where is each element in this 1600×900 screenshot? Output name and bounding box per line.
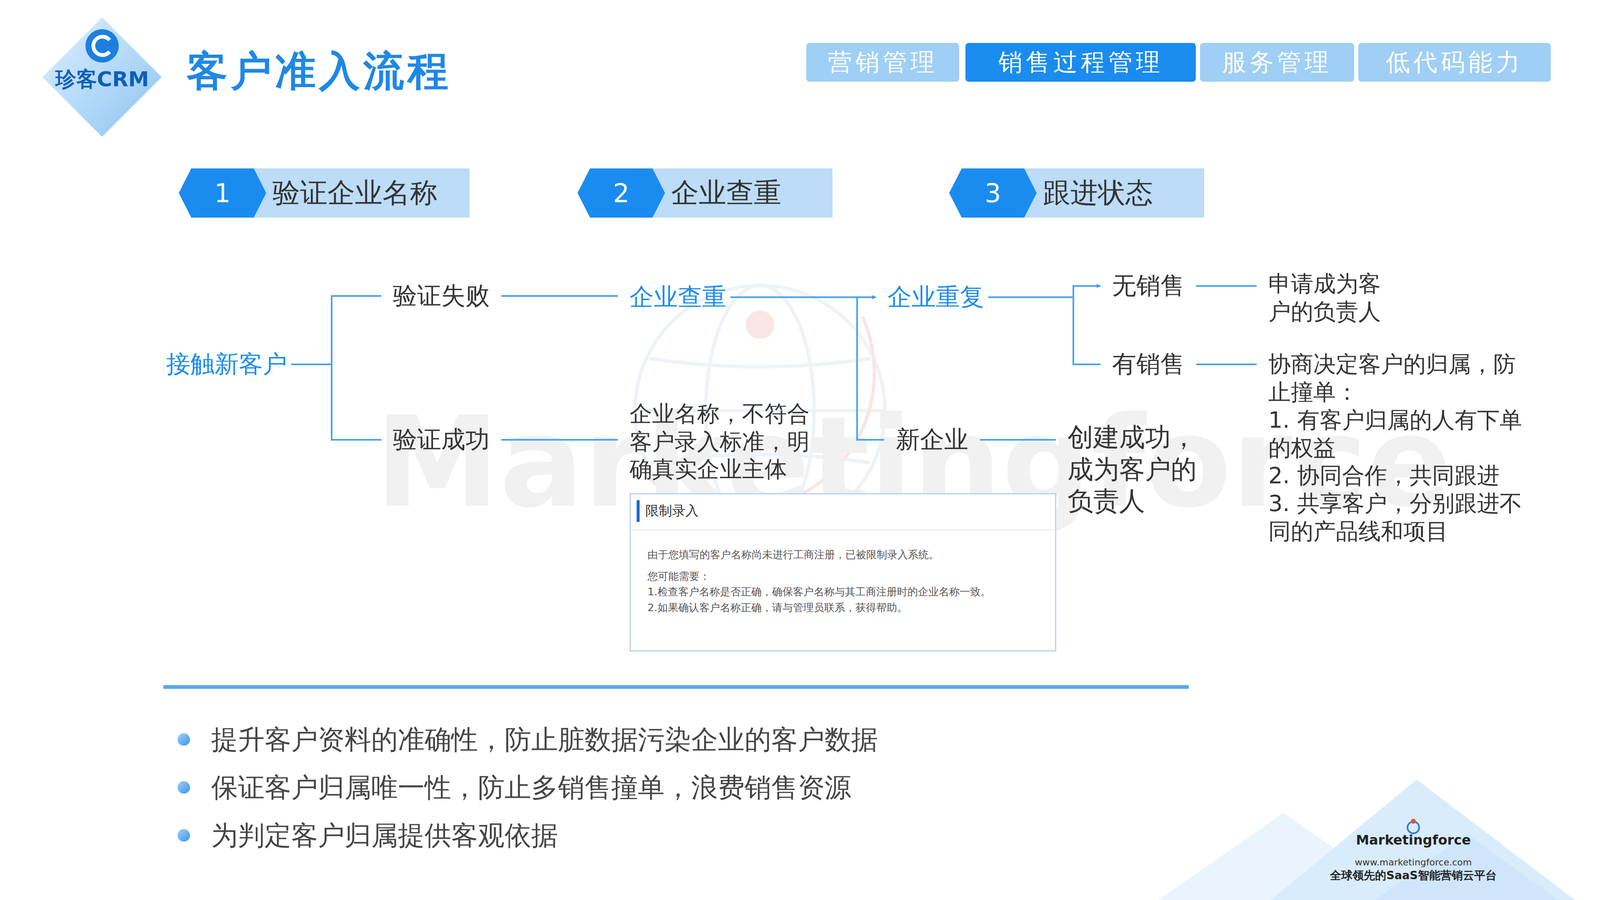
step-number: 2 [577,168,665,218]
logo-icon-c [93,36,110,55]
step-text: 验证失败 [392,280,490,311]
flow-step: 企业重复 [887,282,985,313]
bullet-dot [177,828,190,842]
number-badge [178,168,267,218]
flow-step: 协商决定客户的归属，防止撞单：1. 有客户归属的人有下单的权益2. 协同合作，共… [1268,350,1523,546]
flow-step: 验证失败 [392,280,490,311]
screenshot-panel: 限制录入由于您填写的客户名称尚未进行工商注册，已被限制录入系统。您可能需要：1.… [629,492,1057,652]
tab-label: 营销管理 [827,46,938,79]
logo-text: 珍客CRM [32,66,172,92]
step-text: 企业名称，不符合客户录入标准，明确真实企业主体 [629,400,818,484]
logo-icon [85,29,119,63]
step-text: 3. 共享客户，分别跟进不同的产品线和项目 [1268,489,1523,546]
banner-band [1024,168,1205,218]
tab-label: 服务管理 [1222,46,1333,79]
connector [1196,363,1257,365]
panel-text: 2.如果确认客户名称正确，请与管理员联系，获得帮助。 [630,599,1055,616]
connector [291,295,382,365]
connector [980,438,1056,441]
footer-brand: Marketingforce [1355,831,1471,848]
connector [291,364,382,440]
connector [988,285,1101,298]
nav-tab: 营销管理 [806,42,960,82]
bullet-dot [177,732,190,746]
nav-tab: 服务管理 [1200,42,1355,82]
divider-line [163,685,1189,689]
connector [988,297,1101,365]
step-text: 验证成功 [392,424,490,455]
flow-step: 企业名称，不符合客户录入标准，明确真实企业主体 [629,400,818,484]
nav-tab: 销售过程管理 [965,42,1196,82]
footer-logo-dot [1410,818,1416,824]
footer-slogan: 全球领先的SaaS智能营销云平台 [1330,868,1497,882]
flow-step: 验证成功 [392,424,490,455]
step-text: 协商决定客户的归属，防止撞单： [1268,350,1523,407]
panel-text: 您可能需要： [630,568,1055,585]
logo-diamond: 珍客CRM [40,15,164,139]
flow-step: 接触新客户 [166,349,288,380]
flow-step: 无销售 [1112,270,1185,301]
number-badge [577,168,665,218]
bullet-text: 保证客户归属唯一性，防止多销售撞单，浪费销售资源 [211,771,852,804]
flow-step: 有销售 [1112,349,1185,380]
connector [1196,285,1257,287]
step-number: 1 [178,168,267,218]
step-text: 创建成功，成为客户的负责人 [1067,421,1205,518]
banner-band [652,168,833,218]
step-text: 企业查重 [629,282,727,313]
panel-separator [630,529,1055,530]
step-title: 验证企业名称 [272,168,438,218]
step-text: 2. 协同合作，共同跟进 [1268,461,1523,490]
step-banner: 2企业查重 [577,168,833,218]
step-text: 新企业 [895,424,969,455]
step-text: 接触新客户 [166,349,288,380]
connector [501,295,618,297]
panel-text: 1.检查客户名称是否正确，确保客户名称与其工商注册时的企业名称一致。 [630,583,1055,600]
step-banner: 3跟进状态 [949,168,1205,218]
panel-heading: 限制录入 [636,500,1055,522]
bullet-text: 提升客户资料的准确性，防止脏数据污染企业的客户数据 [211,723,878,756]
flow-step: 创建成功，成为客户的负责人 [1067,421,1205,518]
bullet-text: 为判定客户归属提供客观依据 [211,819,558,852]
panel-text: 由于您填写的客户名称尚未进行工商注册，已被限制录入系统。 [630,546,1055,563]
slide-title: 客户准入流程 [186,46,452,96]
step-text: 申请成为客户的负责人 [1268,270,1394,326]
step-banner: 1验证企业名称 [178,168,470,218]
step-number: 3 [949,168,1037,218]
flow-step: 新企业 [895,424,969,455]
footer-url: www.marketingforce.com [1355,856,1472,868]
bullet-dot [177,780,190,794]
nav-tab: 低代码能力 [1358,42,1551,82]
step-title: 企业查重 [671,168,782,218]
banner-band [253,168,470,218]
number-badge [949,168,1037,218]
connector [501,438,618,441]
flow-step: 申请成为客户的负责人 [1268,270,1394,326]
step-title: 跟进状态 [1042,168,1153,218]
footer-mountain [1270,779,1575,900]
step-text: 无销售 [1112,270,1185,301]
step-text: 1. 有客户归属的人有下单的权益 [1268,406,1523,463]
tab-label: 低代码能力 [1385,46,1524,79]
tab-label: 销售过程管理 [998,46,1164,79]
step-text: 企业重复 [887,282,985,313]
step-text: 有销售 [1112,349,1185,380]
flow-step: 企业查重 [629,282,727,313]
